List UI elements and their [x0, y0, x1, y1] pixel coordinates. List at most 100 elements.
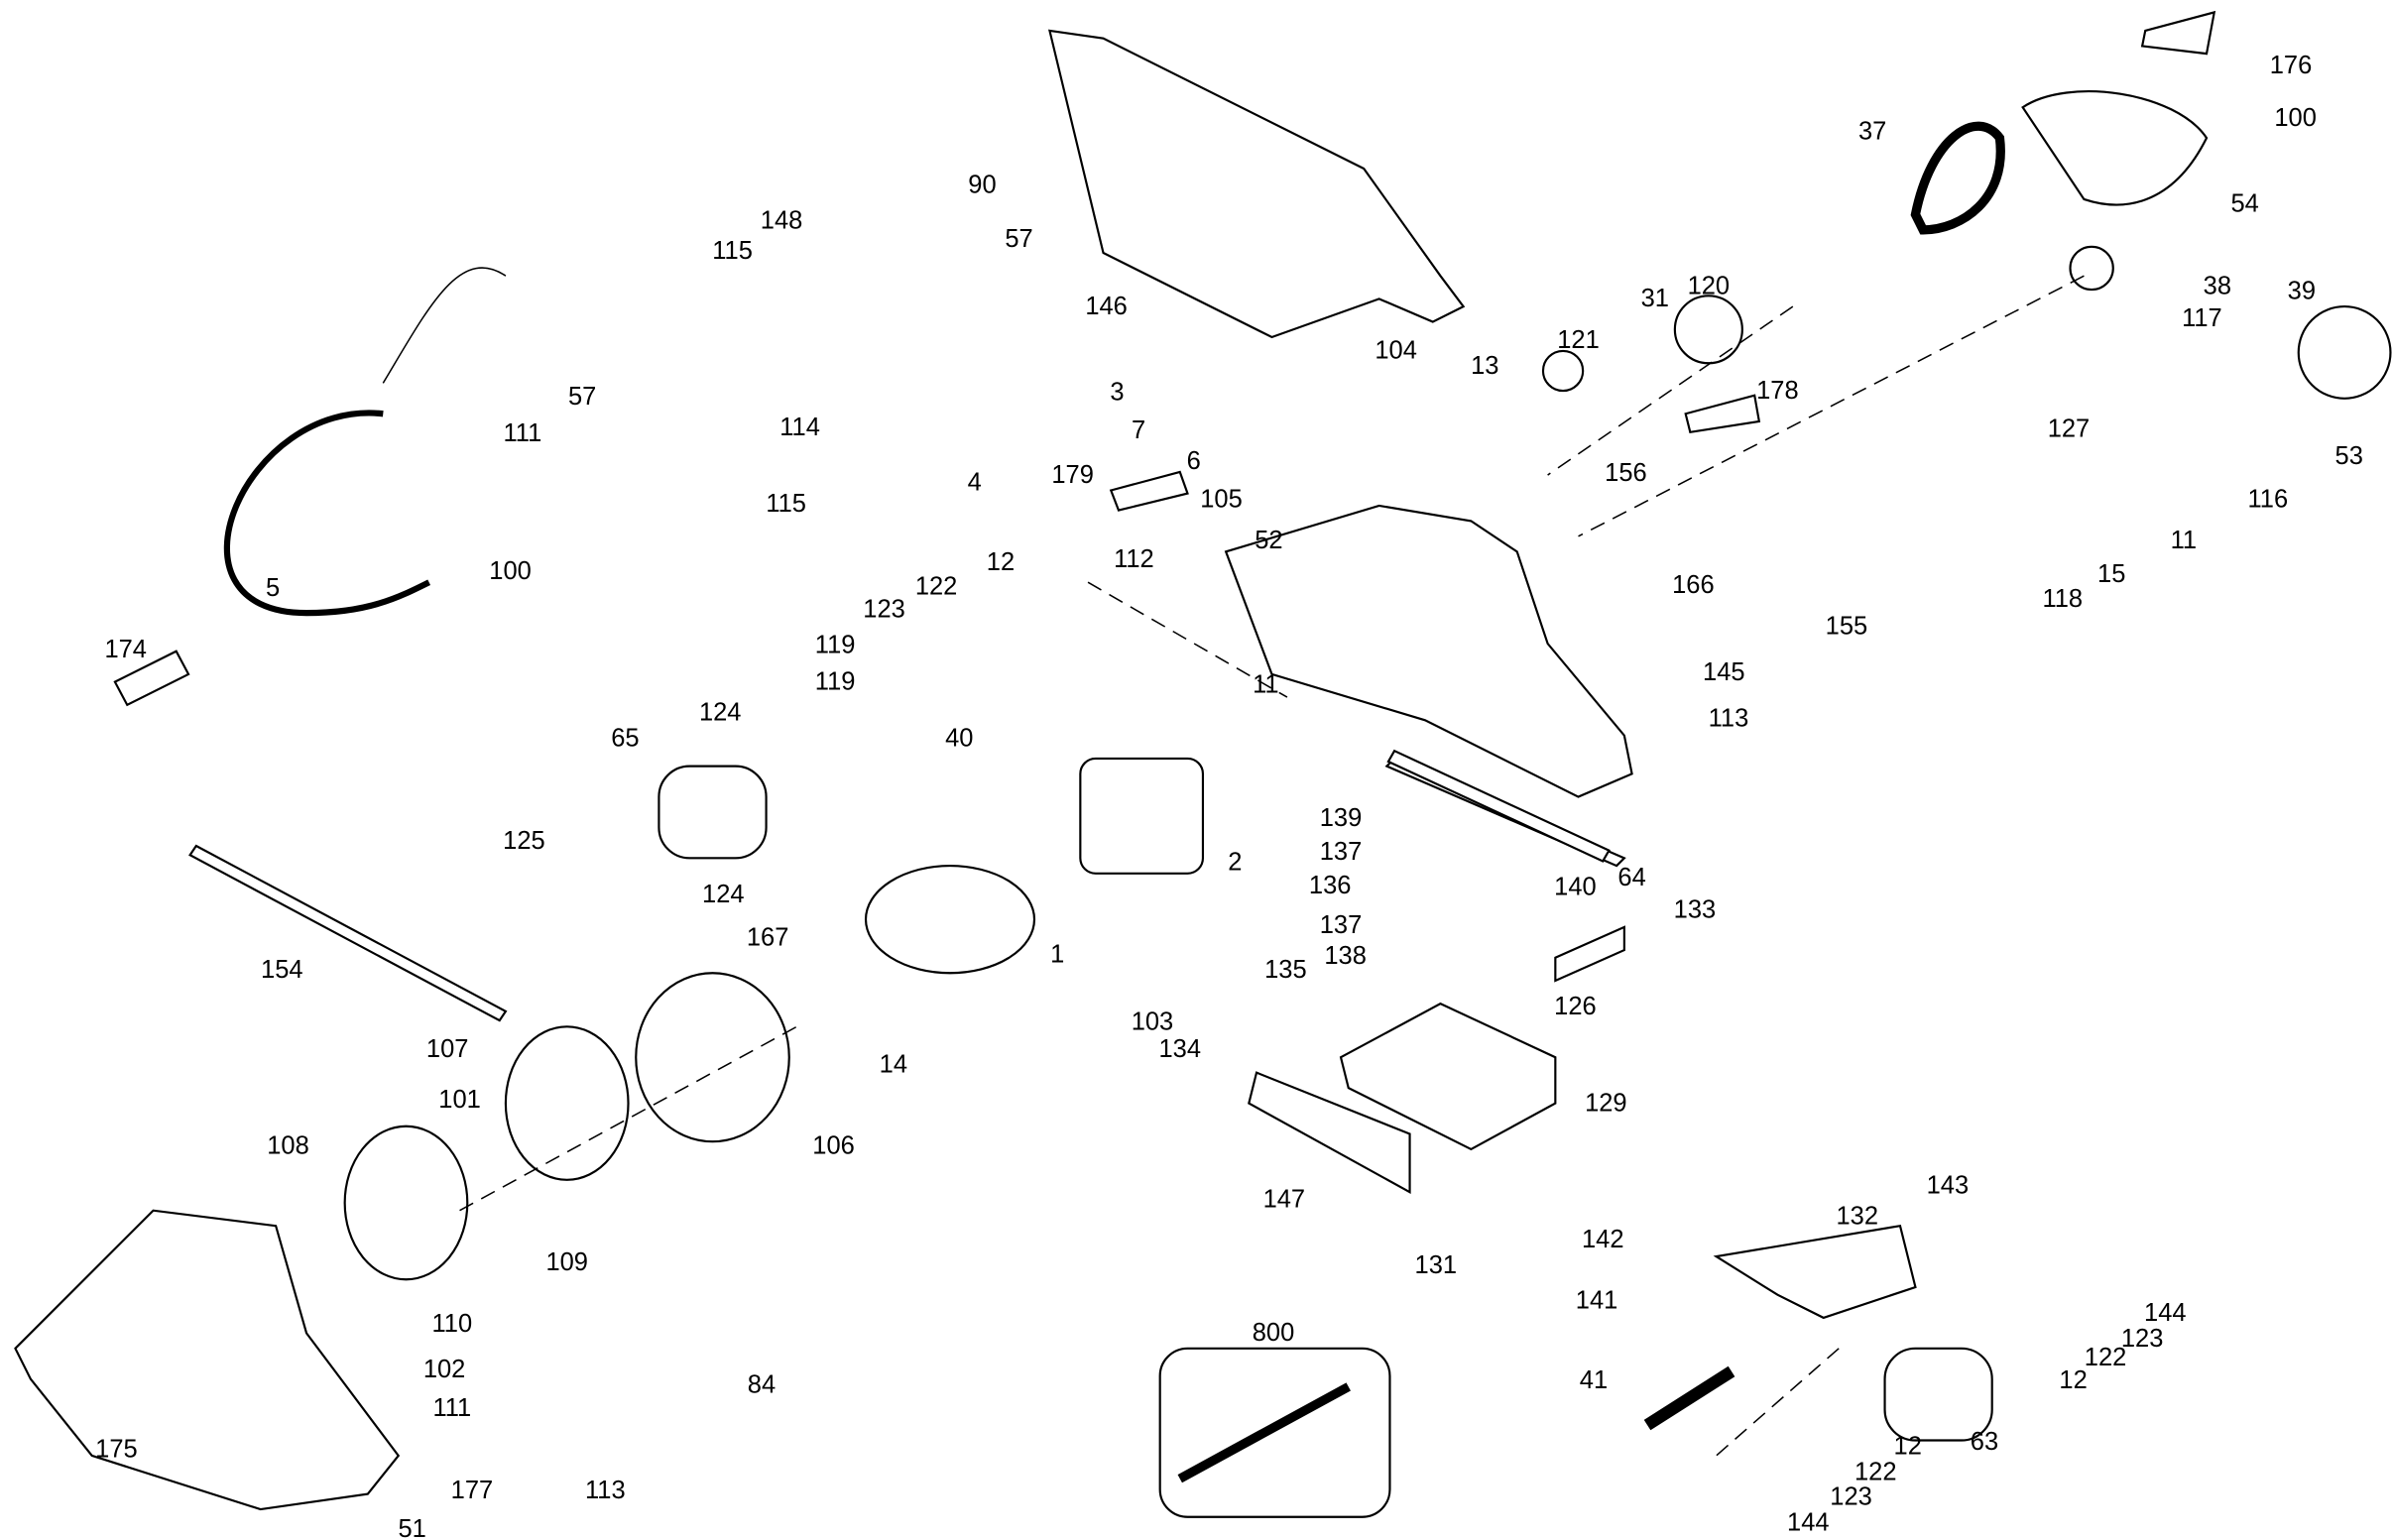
- part-label-37: 37: [1858, 118, 1886, 146]
- part-label-167: 167: [747, 923, 789, 951]
- drum-63: [1883, 1347, 1993, 1442]
- part-label-105: 105: [1200, 486, 1243, 514]
- part-label-106: 106: [812, 1132, 855, 1160]
- part-label-166: 166: [1672, 571, 1715, 599]
- part-label-64: 64: [1617, 864, 1645, 891]
- part-label-115: 115: [712, 237, 753, 265]
- part-label-3: 3: [1110, 378, 1124, 406]
- part-label-143: 143: [1927, 1172, 1970, 1200]
- part-label-1: 1: [1050, 940, 1064, 968]
- part-label-101: 101: [438, 1086, 481, 1114]
- part-label-137: 137: [1320, 838, 1363, 866]
- part-label-100: 100: [489, 557, 532, 585]
- part-label-57: 57: [1005, 225, 1032, 253]
- part-label-41: 41: [1580, 1366, 1608, 1394]
- part-label-90: 90: [968, 172, 996, 199]
- part-label-145: 145: [1703, 658, 1745, 686]
- belt-guard-54: [2021, 90, 2209, 206]
- gear-39: [2297, 305, 2392, 400]
- part-label-12: 12: [2059, 1366, 2087, 1394]
- part-label-137: 137: [1320, 911, 1363, 939]
- part-label-139: 139: [1320, 804, 1363, 832]
- part-label-104: 104: [1375, 337, 1417, 365]
- armature-1: [864, 864, 1036, 975]
- part-label-147: 147: [1263, 1186, 1306, 1214]
- part-label-141: 141: [1576, 1287, 1618, 1315]
- part-label-122: 122: [1854, 1459, 1897, 1486]
- platen-64: [1386, 749, 1611, 863]
- part-label-4: 4: [968, 469, 982, 497]
- label-174: [113, 650, 190, 707]
- part-label-114: 114: [779, 414, 820, 441]
- part-label-53: 53: [2335, 442, 2363, 470]
- field-2: [1079, 757, 1205, 875]
- label-178: [1684, 394, 1761, 434]
- part-label-800: 800: [1253, 1319, 1295, 1347]
- part-label-135: 135: [1264, 956, 1307, 984]
- plate-133: [1554, 925, 1625, 983]
- part-label-178: 178: [1756, 377, 1799, 405]
- part-label-142: 142: [1582, 1226, 1624, 1253]
- part-label-126: 126: [1554, 993, 1597, 1020]
- part-label-103: 103: [1132, 1007, 1174, 1035]
- part-label-119: 119: [815, 667, 856, 695]
- part-label-109: 109: [545, 1248, 588, 1276]
- part-label-155: 155: [1826, 613, 1868, 641]
- part-label-111: 111: [504, 419, 542, 447]
- part-label-113: 113: [585, 1477, 626, 1504]
- part-label-118: 118: [2042, 585, 2083, 613]
- part-label-12: 12: [1894, 1432, 1922, 1460]
- part-label-132: 132: [1836, 1203, 1878, 1231]
- bearing-13: [1541, 349, 1585, 393]
- belt-guard-90: [1048, 29, 1466, 339]
- part-label-129: 129: [1585, 1089, 1627, 1117]
- baffle-108: [343, 1125, 469, 1281]
- baffle-107: [504, 1025, 630, 1181]
- part-label-148: 148: [761, 206, 803, 234]
- part-label-136: 136: [1309, 872, 1352, 899]
- part-label-102: 102: [423, 1356, 466, 1383]
- part-label-134: 134: [1159, 1035, 1202, 1063]
- part-label-121: 121: [1557, 326, 1600, 354]
- part-label-51: 51: [398, 1515, 425, 1540]
- part-label-84: 84: [748, 1371, 776, 1399]
- part-label-124: 124: [702, 881, 745, 908]
- part-label-108: 108: [267, 1132, 309, 1160]
- part-label-119: 119: [815, 631, 856, 658]
- part-label-123: 123: [863, 596, 905, 624]
- housing-52: [1224, 504, 1633, 868]
- part-label-131: 131: [1415, 1251, 1458, 1279]
- part-label-144: 144: [1787, 1509, 1830, 1537]
- part-label-125: 125: [503, 827, 545, 855]
- part-label-122: 122: [2085, 1344, 2127, 1371]
- part-label-116: 116: [2248, 486, 2289, 514]
- part-label-2: 2: [1228, 849, 1242, 877]
- power-cord-5: [223, 410, 431, 617]
- kit-800-box: [1158, 1347, 1391, 1518]
- part-label-177: 177: [451, 1477, 494, 1504]
- part-label-140: 140: [1554, 873, 1597, 900]
- part-label-100: 100: [2274, 104, 2317, 132]
- part-label-65: 65: [611, 725, 639, 753]
- part-label-117: 117: [2182, 304, 2222, 332]
- part-label-57: 57: [568, 383, 596, 411]
- part-label-38: 38: [2204, 273, 2231, 300]
- part-label-174: 174: [104, 636, 147, 663]
- bar-154: [188, 844, 508, 1022]
- handle-housing-51: [14, 1209, 401, 1511]
- part-label-122: 122: [915, 573, 958, 601]
- part-label-176: 176: [2270, 52, 2313, 79]
- part-label-63: 63: [1971, 1428, 1998, 1456]
- belt-37: [1910, 121, 2005, 235]
- part-label-154: 154: [261, 956, 303, 984]
- part-label-138: 138: [1324, 942, 1367, 970]
- part-label-156: 156: [1605, 459, 1647, 487]
- label-179: [1109, 470, 1189, 512]
- part-label-5: 5: [266, 574, 280, 602]
- part-label-110: 110: [432, 1310, 473, 1338]
- part-label-15: 15: [2097, 560, 2125, 588]
- part-label-39: 39: [2288, 277, 2316, 304]
